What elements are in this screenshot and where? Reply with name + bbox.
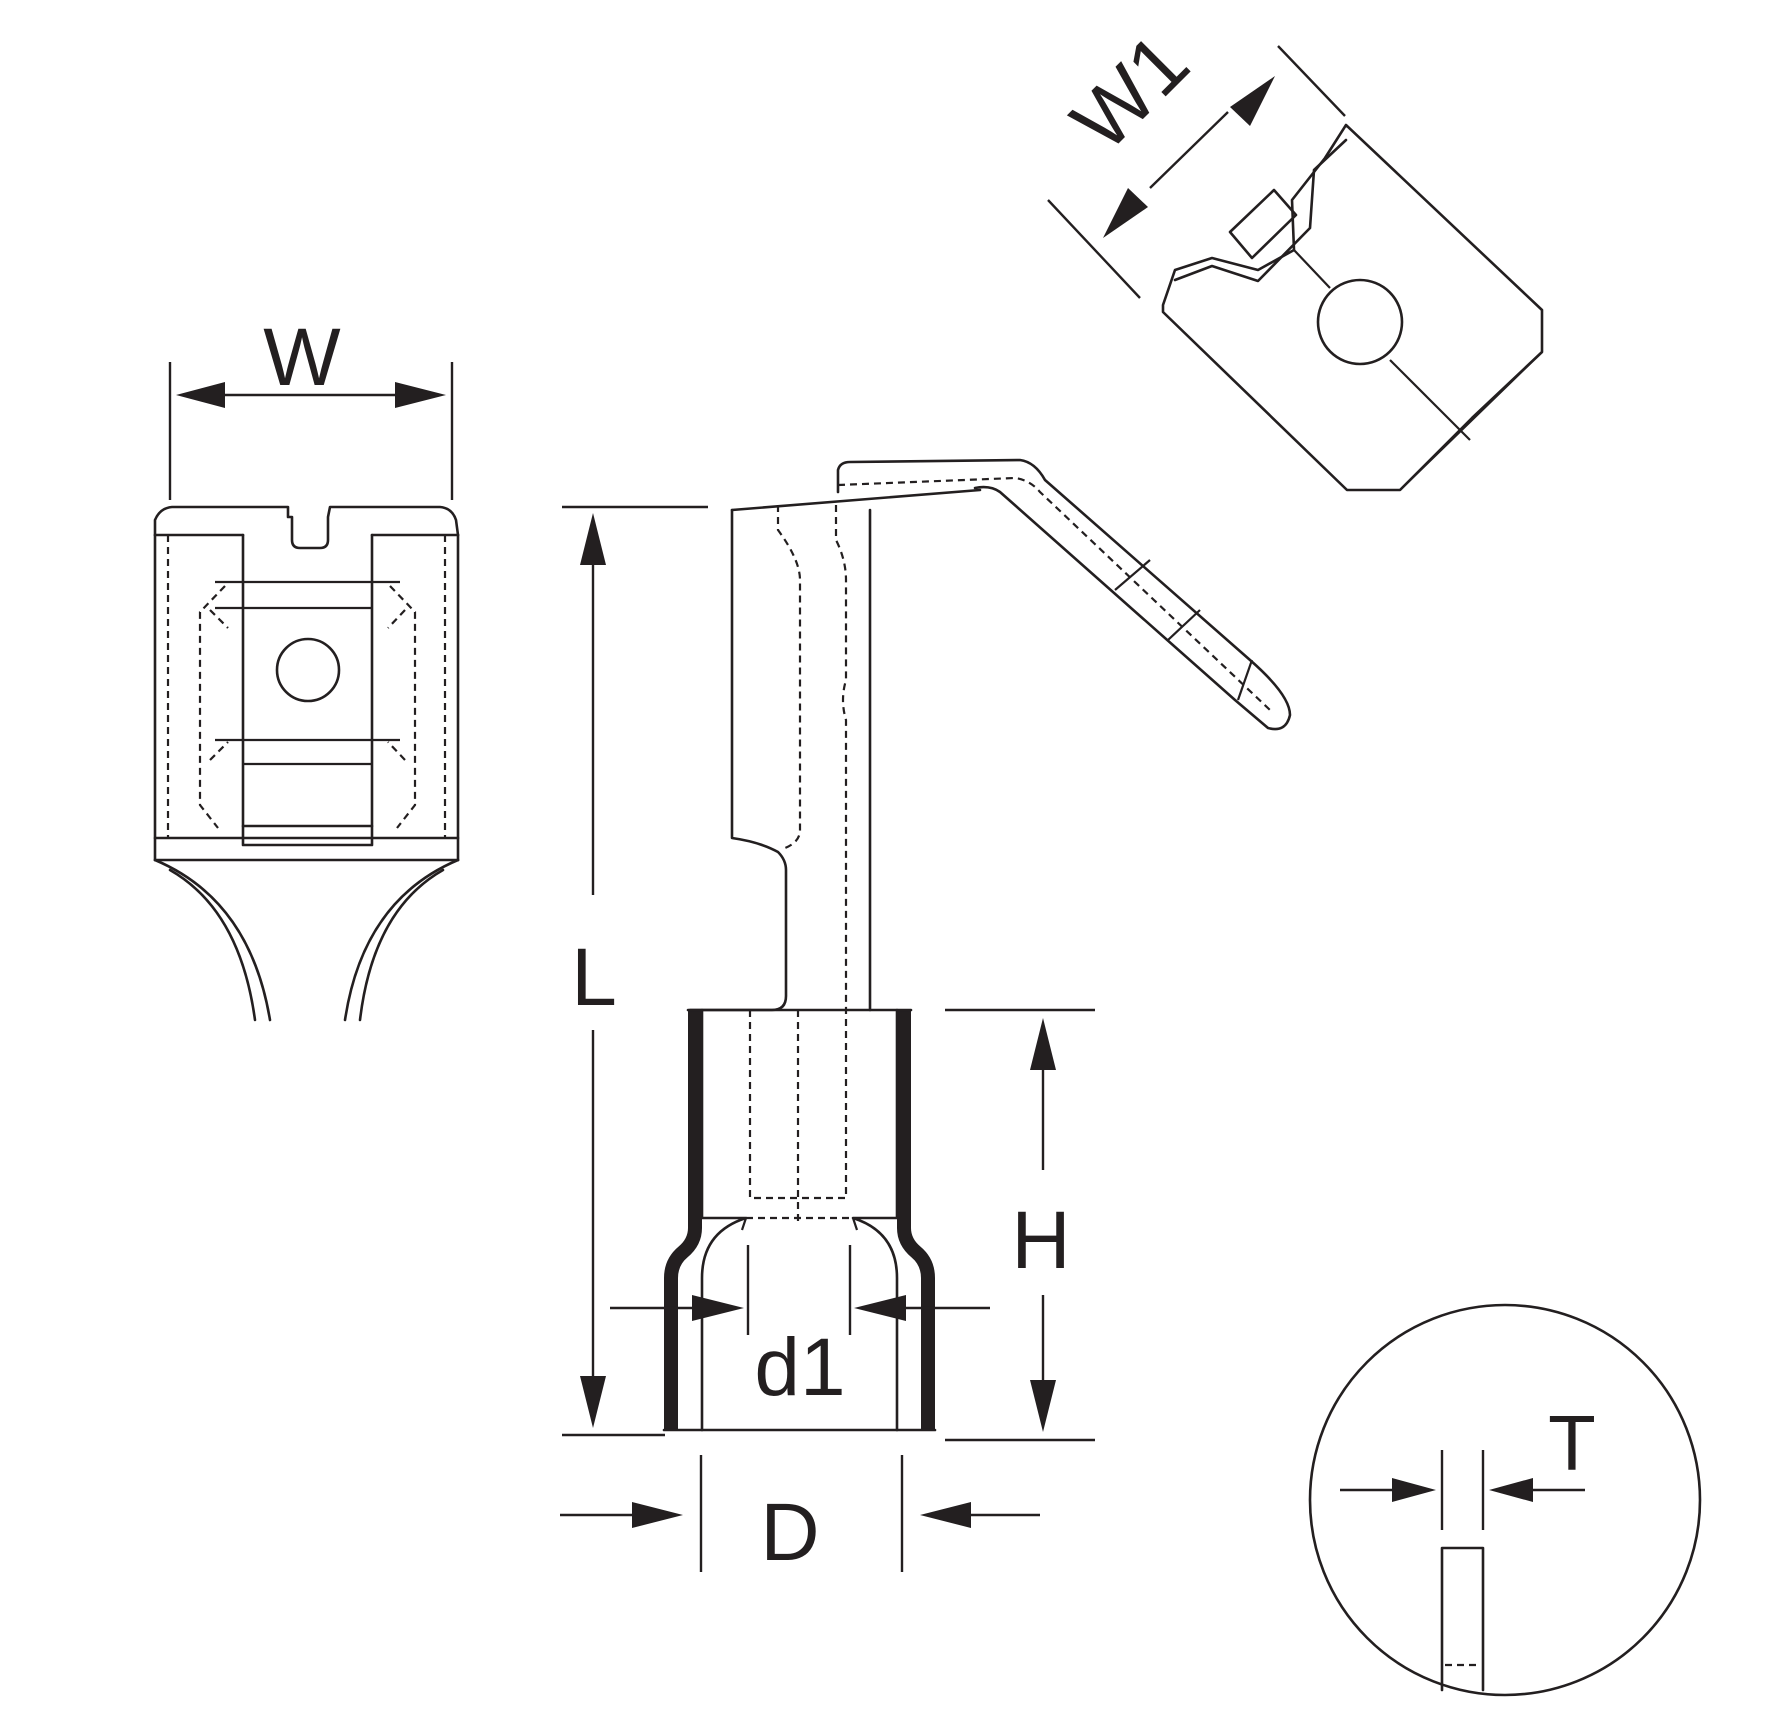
dimension-w: W (168, 312, 454, 500)
label-d: D (760, 1487, 819, 1578)
dimension-d: D (560, 1455, 1040, 1578)
label-d1: d1 (754, 1322, 845, 1413)
dimension-l: L (562, 505, 708, 1437)
label-w: W (263, 312, 341, 403)
angled-top-view (1161, 123, 1544, 492)
detail-circle: T (1308, 1303, 1702, 1697)
side-view (662, 458, 1292, 1432)
front-view (153, 505, 460, 1022)
label-h: H (1011, 1195, 1070, 1286)
label-w1: W1 (1055, 17, 1206, 168)
dimension-h: H (945, 1008, 1095, 1442)
label-l: L (571, 932, 617, 1023)
label-t: T (1548, 1399, 1596, 1487)
dimension-d1: d1 (610, 1245, 990, 1413)
